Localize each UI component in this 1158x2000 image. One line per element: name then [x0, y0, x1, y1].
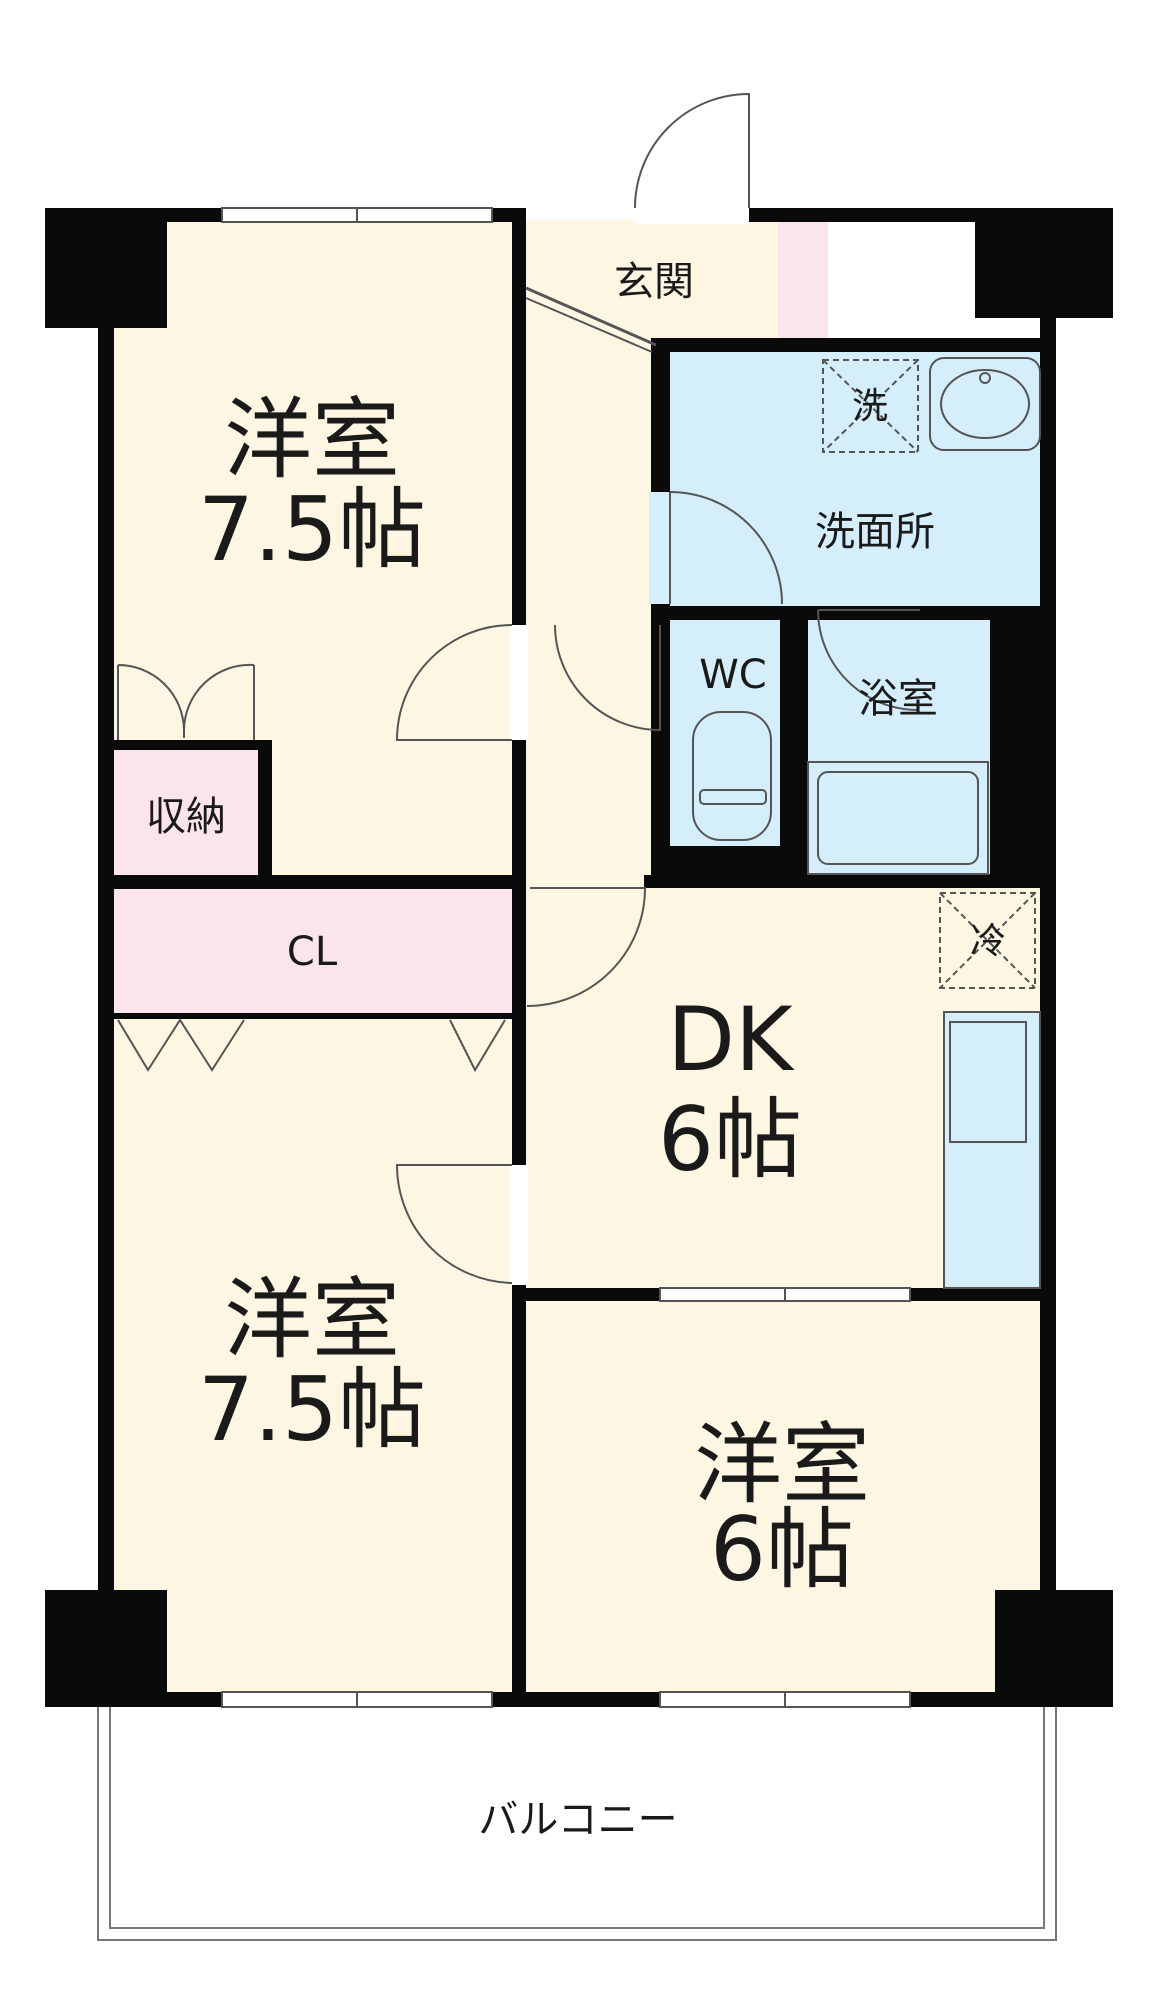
fridge-label: 冷: [970, 921, 1006, 962]
entry-door-gap: [635, 206, 749, 224]
room-nw-size: 7.5帖: [198, 478, 426, 581]
room-se-name: 洋室: [694, 1413, 870, 1516]
wc-label: WC: [699, 652, 766, 698]
room-sw-size: 7.5帖: [198, 1358, 426, 1461]
toilet: [692, 711, 772, 841]
washer-label: 洗: [852, 386, 888, 427]
entrance-floor: [516, 220, 778, 338]
wall-mid-vertical: [512, 208, 526, 1707]
closet-folds: [117, 1018, 506, 1073]
wall-wet-top: [651, 338, 1056, 352]
door-bath: [817, 609, 920, 711]
door-storage: [117, 663, 255, 738]
entry-door-swing: [634, 92, 750, 209]
balcony: [97, 1707, 1057, 1941]
closet-floor: [112, 888, 512, 1015]
storage-label: 収納: [146, 794, 226, 840]
basin: [929, 357, 1041, 451]
kitchen-counter: [943, 1011, 1041, 1289]
wall-south: [45, 1692, 1113, 1707]
door-room-nw: [395, 624, 513, 741]
doors: [117, 92, 920, 1285]
floor-fills: [112, 220, 1040, 1695]
bathtub: [807, 761, 989, 875]
wall-north-right: [700, 208, 1113, 222]
dk-size: 6帖: [658, 1088, 802, 1191]
wall-bath-right: [990, 606, 1056, 888]
room-se-size: 6帖: [710, 1498, 854, 1601]
wall-storage-right: [258, 740, 272, 880]
door-hall-swing: [554, 624, 661, 732]
room-se-floor: [525, 1300, 1040, 1695]
wall-west: [98, 208, 114, 1707]
wc-floor: [670, 620, 780, 846]
bath-floor: [808, 620, 990, 874]
wall-wc-right: [780, 606, 808, 888]
wall-bath-bottom: [780, 874, 1056, 888]
labels: 洋室 7.5帖 洋室 7.5帖 洋室 6帖 DK 6帖 玄関 洗面所 WC 浴室…: [146, 259, 1006, 1843]
washroom-floor: [670, 352, 1040, 606]
shoe-box: [778, 222, 828, 338]
wall-cl-top: [112, 875, 526, 889]
wall-wash-bottom: [651, 606, 1056, 620]
door-washroom: [669, 491, 783, 605]
closet-label: CL: [287, 929, 338, 975]
door-dk: [526, 887, 647, 1007]
kitchen-sink: [949, 1021, 1027, 1143]
storage-floor: [112, 748, 260, 875]
entrance-label: 玄関: [614, 259, 694, 305]
balcony-label: バルコニー: [478, 1797, 677, 1843]
door-room-sw: [395, 1164, 513, 1284]
washroom-label: 洗面所: [815, 509, 935, 555]
room-sw-floor: [112, 1015, 512, 1695]
windows: [221, 207, 911, 1708]
wall-storage-top: [112, 740, 272, 750]
wall-east: [1040, 208, 1056, 1707]
washer-pan: [822, 359, 919, 453]
walls: [45, 208, 1113, 1707]
room-nw-name: 洋室: [224, 388, 400, 491]
bath-label: 浴室: [858, 676, 938, 722]
wall-cl-bottom: [112, 1013, 526, 1019]
room-sw-name: 洋室: [224, 1268, 400, 1371]
fixtures: [692, 357, 1041, 1289]
fridge-space: [939, 892, 1036, 989]
dk-name: DK: [667, 988, 795, 1091]
